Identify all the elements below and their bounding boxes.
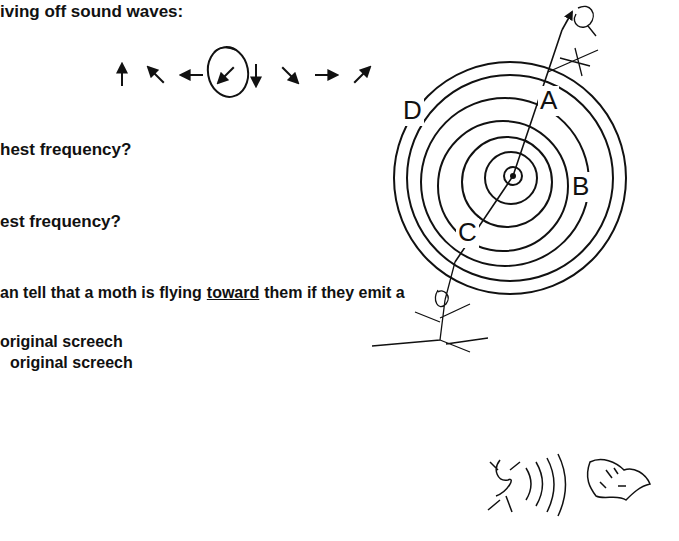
wavefront-circle <box>421 98 589 266</box>
direction-arrow <box>315 74 337 76</box>
heading-fragment: iving off sound waves: <box>0 2 183 22</box>
wavefront-circle <box>462 137 552 227</box>
wavefront-circle <box>407 75 613 281</box>
wavefront-circle <box>394 62 626 294</box>
question-text: est frequency? <box>0 212 121 232</box>
question-text: them if they emit a <box>264 284 404 302</box>
direction-arrow <box>181 74 203 76</box>
answer-choice: original screech <box>0 333 123 351</box>
point-letter: D <box>401 96 424 126</box>
point-letter: A <box>538 86 559 116</box>
direction-arrow <box>148 67 164 83</box>
question-text: hest frequency? <box>0 140 131 160</box>
hand-arrow <box>562 12 572 30</box>
direction-arrow <box>218 67 234 83</box>
hand-circle <box>204 44 252 100</box>
question-text: an tell that a moth is flying <box>0 284 202 302</box>
direction-arrow <box>255 64 257 86</box>
plant-sketch <box>372 262 488 352</box>
emphasis-word: toward <box>207 284 259 302</box>
wavefront-circle <box>438 121 568 251</box>
bat-moth-sketch <box>488 454 650 516</box>
hand-scribble <box>548 48 598 76</box>
wavefront-circles <box>394 62 626 294</box>
hand-stroke <box>214 47 236 52</box>
direction-arrow <box>282 67 298 83</box>
hand-line <box>455 30 562 262</box>
point-letter: B <box>570 172 591 202</box>
direction-arrow <box>121 64 123 86</box>
direction-arrow <box>354 67 370 83</box>
hand-scribble <box>574 6 596 36</box>
answer-choice: original screech <box>10 354 133 372</box>
point-letter: C <box>456 218 479 248</box>
